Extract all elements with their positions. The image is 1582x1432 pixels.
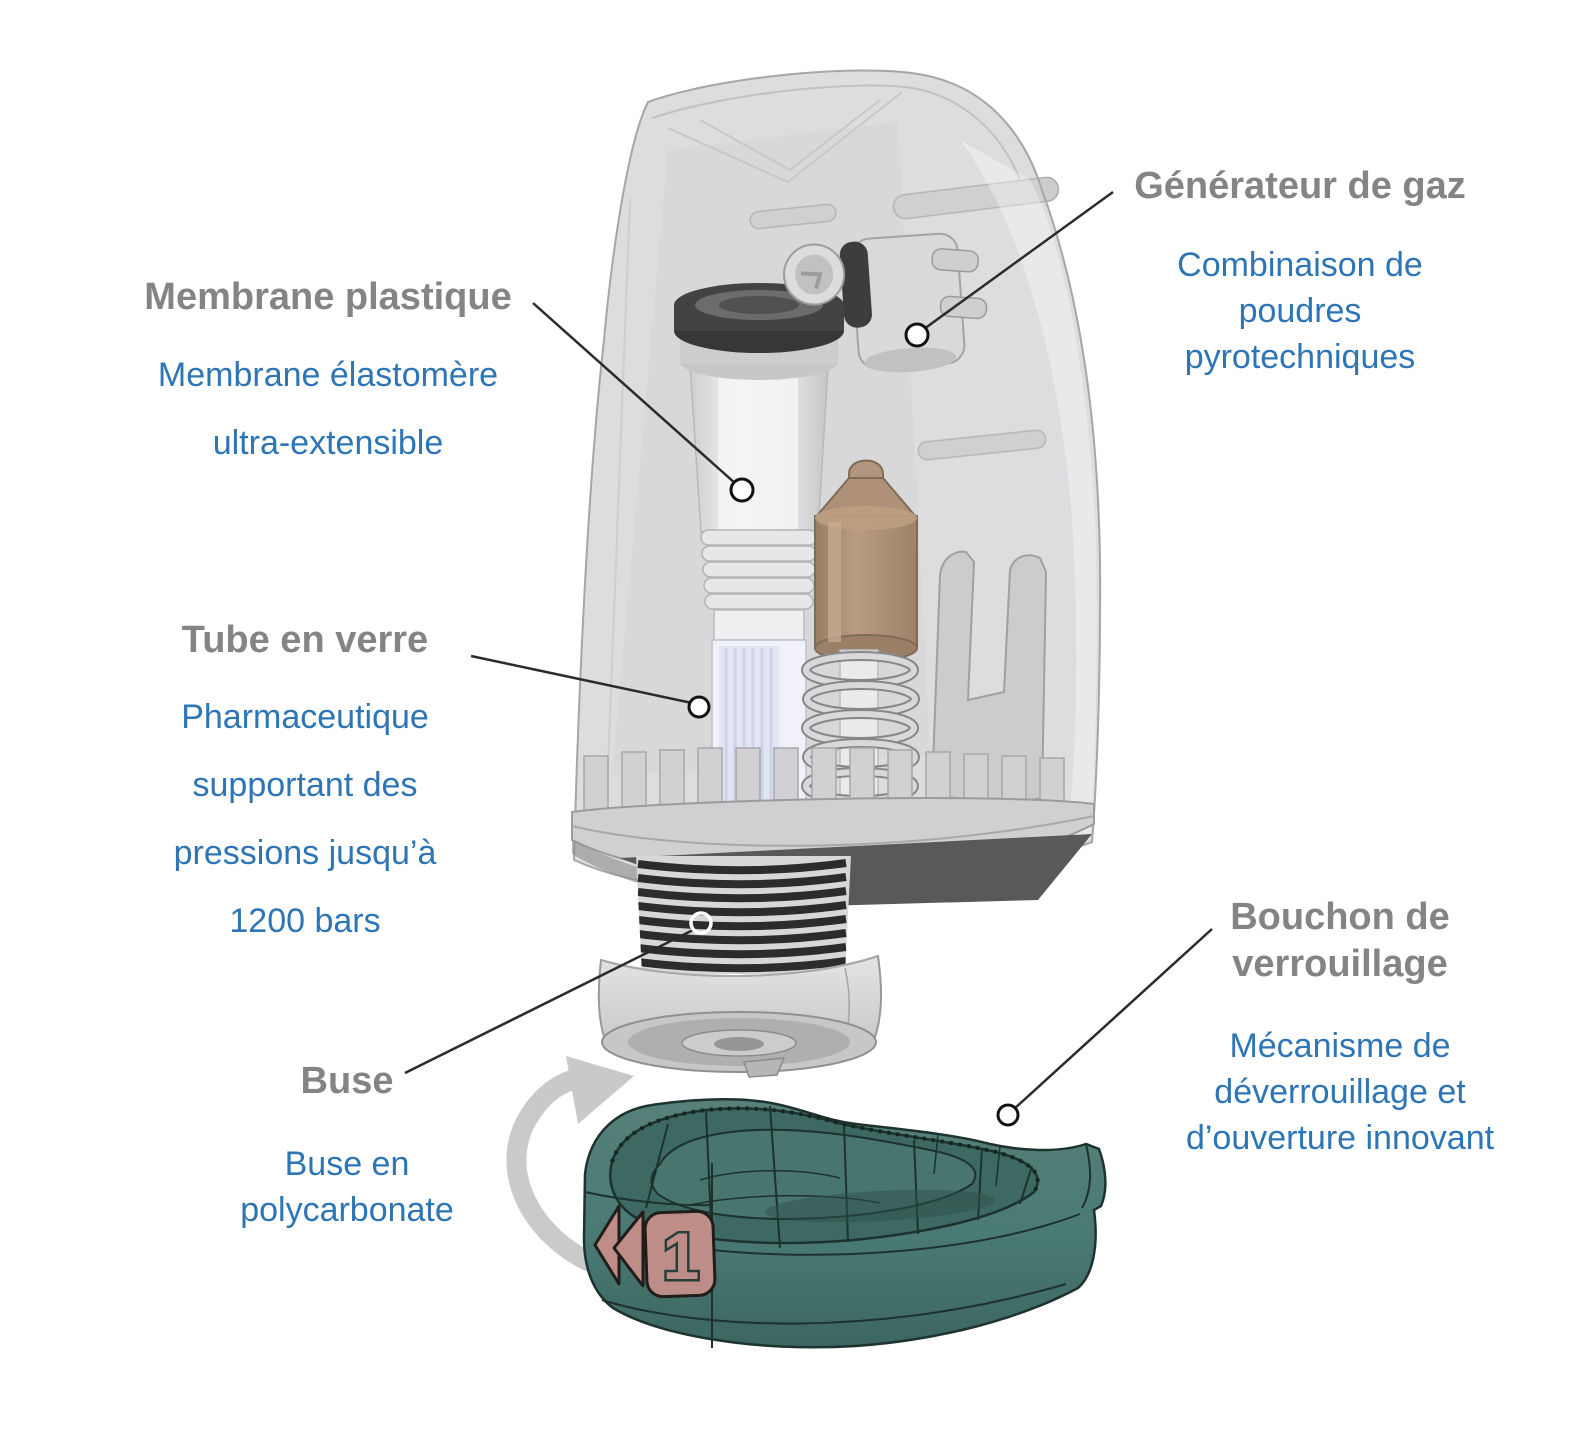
cap-step-number: 1 bbox=[663, 1219, 700, 1293]
label-tube: Tube en verre Pharmaceutique supportant … bbox=[174, 617, 437, 955]
membrane-bellows bbox=[700, 529, 818, 610]
anchor-buse bbox=[689, 911, 713, 935]
label-buse: Buse Buse en polycarbonate bbox=[240, 1058, 454, 1233]
label-buse-title: Buse bbox=[300, 1060, 394, 1102]
label-membrane-line: Membrane élastomère bbox=[157, 356, 499, 394]
label-generateur: Générateur de gaz Combinaison de poudres… bbox=[1134, 163, 1466, 380]
label-generateur-line: pyrotechniques bbox=[1184, 338, 1416, 376]
label-tube-title: Tube en verre bbox=[181, 619, 429, 661]
leader-buse bbox=[404, 927, 696, 1075]
label-bouchon-line: Mécanisme de bbox=[1229, 1027, 1451, 1065]
label-tube-line: pressions jusqu’à bbox=[173, 834, 437, 872]
label-tube-line: supportant des bbox=[192, 766, 418, 804]
label-membrane: Membrane plastique Membrane élastomère u… bbox=[144, 274, 511, 477]
leader-lines bbox=[404, 190, 1213, 1110]
label-bouchon-line: déverrouillage et bbox=[1214, 1073, 1466, 1111]
label-bouchon-title: Bouchon de bbox=[1230, 896, 1450, 938]
locking-cap: 1 bbox=[582, 1098, 1107, 1349]
anchor-bouchon bbox=[996, 1103, 1020, 1127]
rotation-arrow-icon bbox=[506, 1056, 634, 1276]
leader-bouchon bbox=[1013, 928, 1213, 1110]
label-buse-line: Buse en bbox=[284, 1145, 410, 1183]
label-bouchon: Bouchon de verrouillage Mécanisme de dév… bbox=[1186, 894, 1494, 1161]
internal-mechanism bbox=[583, 232, 1065, 851]
label-tube-line: Pharmaceutique bbox=[181, 698, 429, 736]
label-generateur-title: Générateur de gaz bbox=[1134, 165, 1466, 207]
spring bbox=[801, 649, 920, 805]
label-bouchon-title: verrouillage bbox=[1232, 943, 1448, 985]
shell-haze bbox=[574, 70, 1101, 893]
label-tube-line: 1200 bars bbox=[229, 902, 381, 940]
label-membrane-title: Membrane plastique bbox=[144, 276, 512, 318]
leader-membrane bbox=[532, 302, 737, 485]
cap-step-arrows-icon bbox=[593, 1204, 717, 1299]
top-seal-ring bbox=[674, 283, 844, 353]
leader-tube bbox=[470, 654, 693, 705]
gas-generator bbox=[783, 232, 988, 373]
anchor-circles bbox=[687, 322, 1020, 1127]
label-generateur-line: poudres bbox=[1238, 292, 1362, 330]
nozzle-cap bbox=[597, 954, 883, 1078]
anchor-membrane bbox=[729, 477, 755, 503]
anchor-generateur bbox=[904, 322, 930, 348]
leader-generateur bbox=[923, 190, 1114, 331]
inner-funnel-lines bbox=[667, 91, 903, 184]
label-generateur-line: Combinaison de bbox=[1177, 246, 1423, 284]
threaded-neck bbox=[636, 856, 851, 974]
anchor-tube bbox=[687, 695, 711, 719]
label-membrane-line: ultra-extensible bbox=[212, 424, 444, 462]
label-bouchon-line: d’ouverture innovant bbox=[1185, 1119, 1495, 1157]
label-buse-line: polycarbonate bbox=[240, 1191, 454, 1229]
